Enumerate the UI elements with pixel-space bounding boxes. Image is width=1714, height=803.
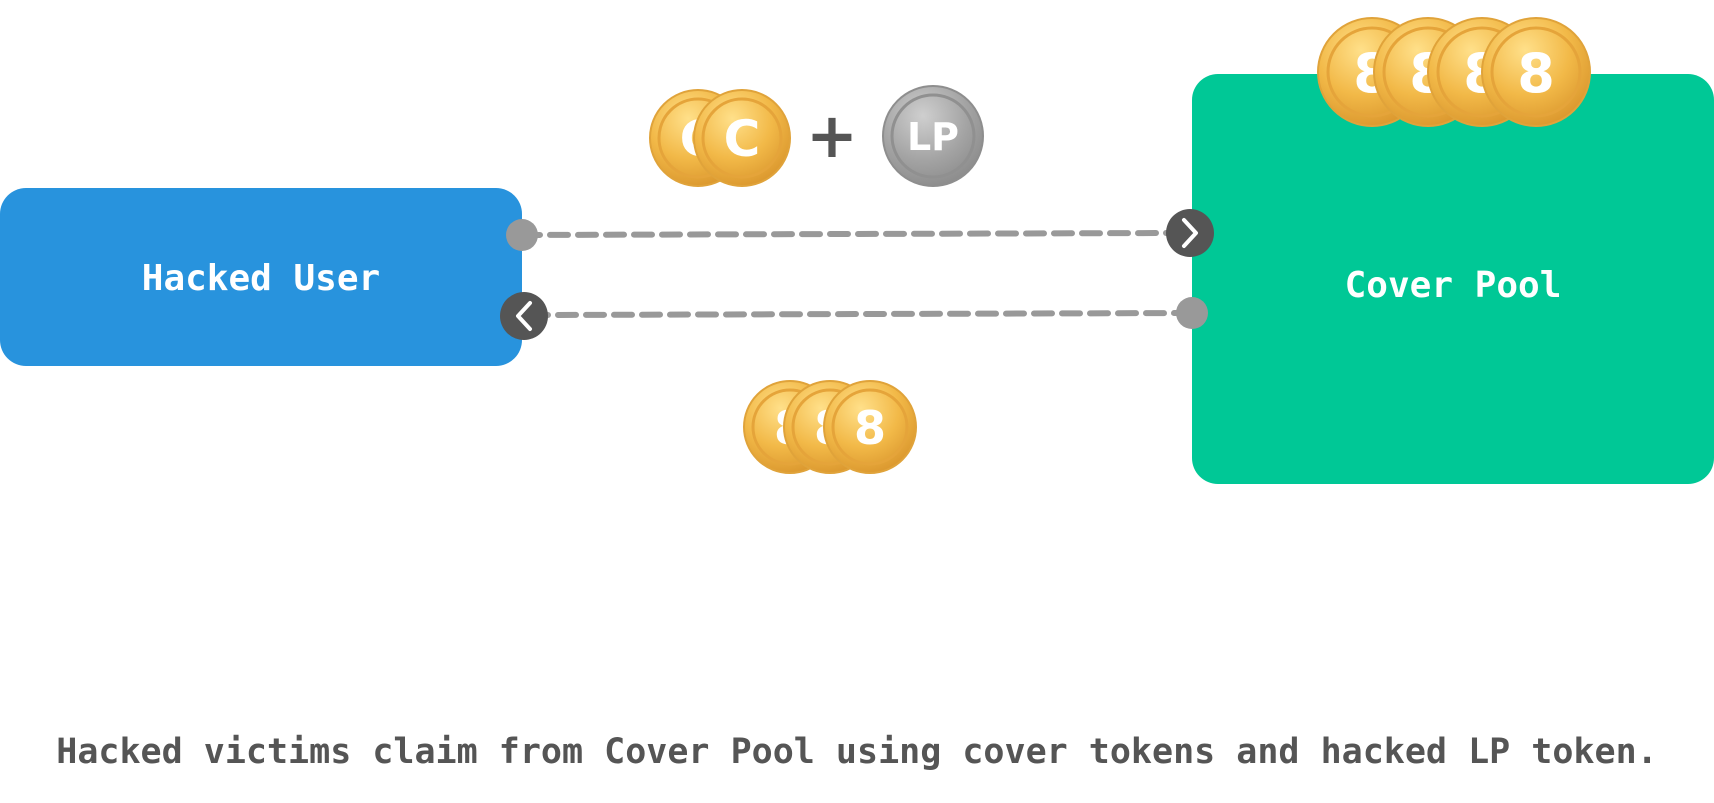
- cover-token-stack: C C: [649, 89, 791, 187]
- svg-text:8: 8: [854, 401, 886, 455]
- cover-token-coin: C: [693, 89, 791, 187]
- lp-token-coin: LP: [882, 85, 984, 187]
- diagram-caption: Hacked victims claim from Cover Pool usi…: [56, 732, 1658, 772]
- hacked-user-label: Hacked User: [142, 258, 380, 299]
- chevron-left-icon: [500, 292, 548, 340]
- edge-user-to-pool-line: [519, 230, 1173, 238]
- edge-pool-to-user-line: [542, 310, 1195, 318]
- edge-pool-to-user: [500, 292, 1208, 340]
- edge-user-to-pool: [506, 209, 1214, 257]
- cover-pool-box: [1192, 74, 1714, 484]
- hacked-user-node: Hacked User: [0, 188, 522, 366]
- edge-start-dot: [506, 219, 538, 251]
- hacked-user-box: [0, 188, 522, 366]
- chevron-right-icon: [1166, 209, 1214, 257]
- payout-token-stack: 8 8 8: [743, 380, 917, 474]
- cover-pool-label: Cover Pool: [1345, 265, 1562, 306]
- cover-pool-node: Cover Pool: [1192, 74, 1714, 484]
- pool-reserve-stack: 8 8 8 8: [1317, 17, 1591, 127]
- edge-start-dot: [1176, 297, 1208, 329]
- payout-token-coin: 8: [823, 380, 917, 474]
- svg-text:C: C: [724, 110, 761, 168]
- pool-reserve-coin: 8: [1481, 17, 1591, 127]
- plus-sign: +: [806, 99, 858, 172]
- svg-text:LP: LP: [907, 115, 959, 159]
- svg-text:8: 8: [1517, 42, 1555, 105]
